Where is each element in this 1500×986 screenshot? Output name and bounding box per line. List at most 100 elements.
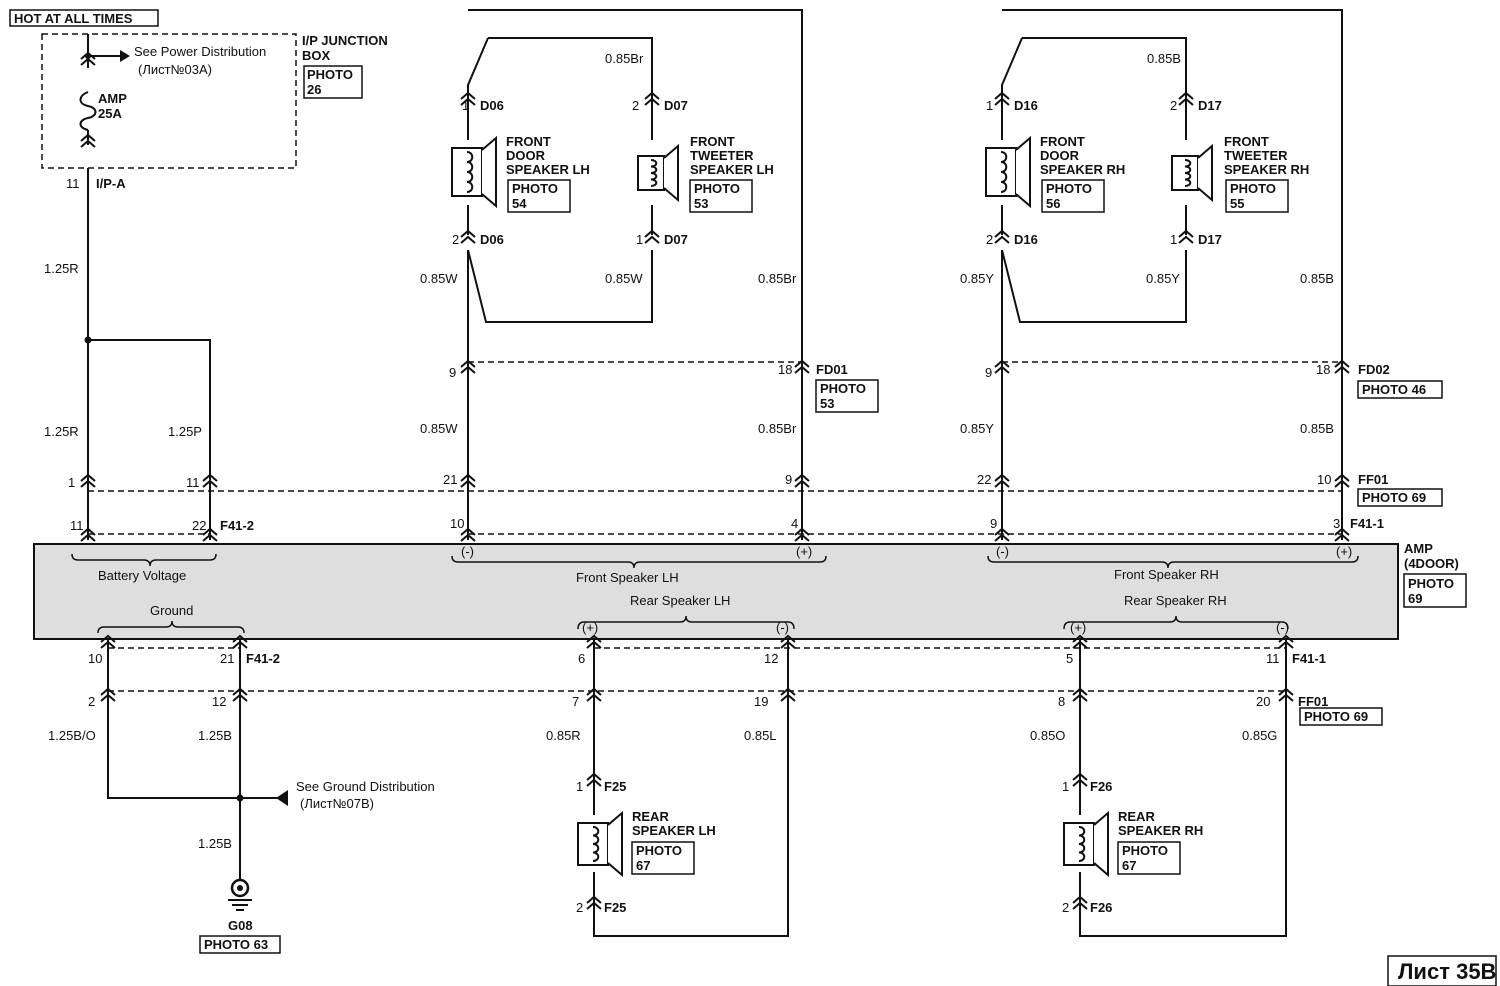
connector-chevron-icon [1278, 634, 1294, 649]
pin-fl-21: 21 [443, 472, 457, 487]
photo-label: 53 [820, 396, 834, 411]
wire-label-frh-y2: 0.85Y [1146, 271, 1180, 286]
wire-label-rr-o: 0.85O [1030, 728, 1065, 743]
connector-chevron-icon [460, 527, 476, 542]
speaker-tweeter-rh-3: SPEAKER RH [1224, 162, 1309, 177]
pin-rl7: 7 [572, 694, 579, 709]
wire-label-rl-l: 0.85L [744, 728, 777, 743]
junction-box-photo-box [303, 65, 363, 99]
connector-g08: G08 [228, 918, 253, 933]
speaker-door-lh-1: FRONT [506, 134, 551, 149]
photo-label: PHOTO [636, 843, 682, 858]
ground-symbol-icon [228, 899, 252, 911]
wire-label-flh-w-mid: 0.85W [420, 421, 458, 436]
pin-amp-left-a: 11 [70, 518, 84, 533]
amp-rr-plus: (+) [1070, 620, 1086, 635]
title-box [9, 9, 159, 27]
connector-chevron-icon [1334, 527, 1350, 542]
front-door-rh-speaker-icon [985, 135, 1031, 209]
connector-chevron-icon [1334, 359, 1350, 374]
connector-chevron-icon [794, 359, 810, 374]
connector-chevron-icon [100, 634, 116, 649]
rear-lh-brace [577, 615, 795, 630]
pin-d16-1: 1 [986, 98, 993, 113]
speaker-rear-rh-2: SPEAKER RH [1118, 823, 1203, 838]
pin-amp-g10: 10 [88, 651, 102, 666]
wire-frh-outer [1002, 9, 1343, 540]
wire-flh-bottom-loop [467, 249, 653, 323]
speaker-door-rh-3: SPEAKER RH [1040, 162, 1125, 177]
amp-ground-label: Ground [150, 603, 193, 618]
pin-f26-1: 1 [1062, 779, 1069, 794]
speaker-tweeter-rh-2: TWEETER [1224, 148, 1288, 163]
photo-label: PHOTO [820, 381, 866, 396]
label-d06-bottom: D06 [480, 232, 504, 247]
connector-fd02: FD02 [1358, 362, 1390, 377]
wire-frh-top-loop [1022, 37, 1187, 95]
ground-ref-2: (Лист№07B) [300, 796, 374, 811]
junction-box-name-2: BOX [302, 48, 331, 63]
junction-box-name-1: I/P JUNCTION [302, 33, 388, 48]
pin-d06-2: 2 [452, 232, 459, 247]
connector-chevron-icon [80, 473, 96, 488]
speaker-tweeter-lh-2: TWEETER [690, 148, 754, 163]
pin-amp-fr-3: 3 [1333, 516, 1340, 531]
pin-rl19: 19 [754, 694, 768, 709]
connector-ff01-bottom: FF01 [1298, 694, 1328, 709]
amp-fl-plus: (+) [796, 544, 812, 559]
ground-terminal-center-icon [237, 885, 243, 891]
label-f25-top: F25 [604, 779, 626, 794]
connector-chevron-icon [232, 687, 248, 702]
junction-box-outline [41, 33, 297, 169]
pin-d16-2: 2 [986, 232, 993, 247]
amp-fl-minus: (-) [461, 544, 474, 559]
wire-flh-top-loop [488, 37, 653, 95]
connector-chevron-icon [1334, 473, 1350, 488]
connector-fd01: FD01 [816, 362, 848, 377]
label-d06-top: D06 [480, 98, 504, 113]
connector-chevron-icon [994, 229, 1010, 244]
wire-label-125b: 1.25B [198, 728, 232, 743]
label-d17-top: D17 [1198, 98, 1222, 113]
pin-amp-g21: 21 [220, 651, 234, 666]
connector-chevron-icon [100, 687, 116, 702]
connector-chevron-icon [994, 91, 1010, 106]
photo-label: 55 [1230, 196, 1244, 211]
photo-label: 56 [1046, 196, 1060, 211]
connector-chevron-icon [586, 895, 602, 910]
photo-ff01b-box: PHOTO 69 [1299, 707, 1383, 726]
connector-chevron-icon [586, 772, 602, 787]
amp-rear-lh-label: Rear Speaker LH [630, 593, 730, 608]
connector-chevron-icon [994, 527, 1010, 542]
connector-chevron-icon [460, 229, 476, 244]
pin-amp-fl-10: 10 [450, 516, 464, 531]
photo-label: PHOTO 63 [204, 937, 268, 952]
fuse-icon [79, 91, 97, 131]
pin-fr-22: 22 [977, 472, 991, 487]
connector-chevron-icon [1178, 91, 1194, 106]
amp-fr-plus: (+) [1336, 544, 1352, 559]
wire-label-flh-top: 0.85Br [605, 51, 644, 66]
connector-markers [80, 51, 1350, 910]
rear-lh-speaker-icon [577, 810, 623, 878]
connector-f41-1-top: F41-1 [1350, 516, 1384, 531]
pin-g2: 2 [88, 694, 95, 709]
wire-label-frh-y: 0.85Y [960, 271, 994, 286]
junction-box-photo-2: 26 [307, 82, 321, 97]
connector-chevron-icon [794, 473, 810, 488]
wire-label-125r: 1.25R [44, 424, 79, 439]
photo-g08-box: PHOTO 63 [199, 935, 281, 954]
photo-label: 67 [636, 858, 650, 873]
amp-rr-minus: (-) [1276, 620, 1289, 635]
photo-label: PHOTO [1122, 843, 1168, 858]
photo-label: PHOTO [1230, 181, 1276, 196]
wire-label-flh-w: 0.85W [420, 271, 458, 286]
ground-ref-arrow-icon [276, 790, 288, 806]
ground-ref-1: See Ground Distribution [296, 779, 435, 794]
pin-f25-2: 2 [576, 900, 583, 915]
pin-fl-9b: 9 [785, 472, 792, 487]
